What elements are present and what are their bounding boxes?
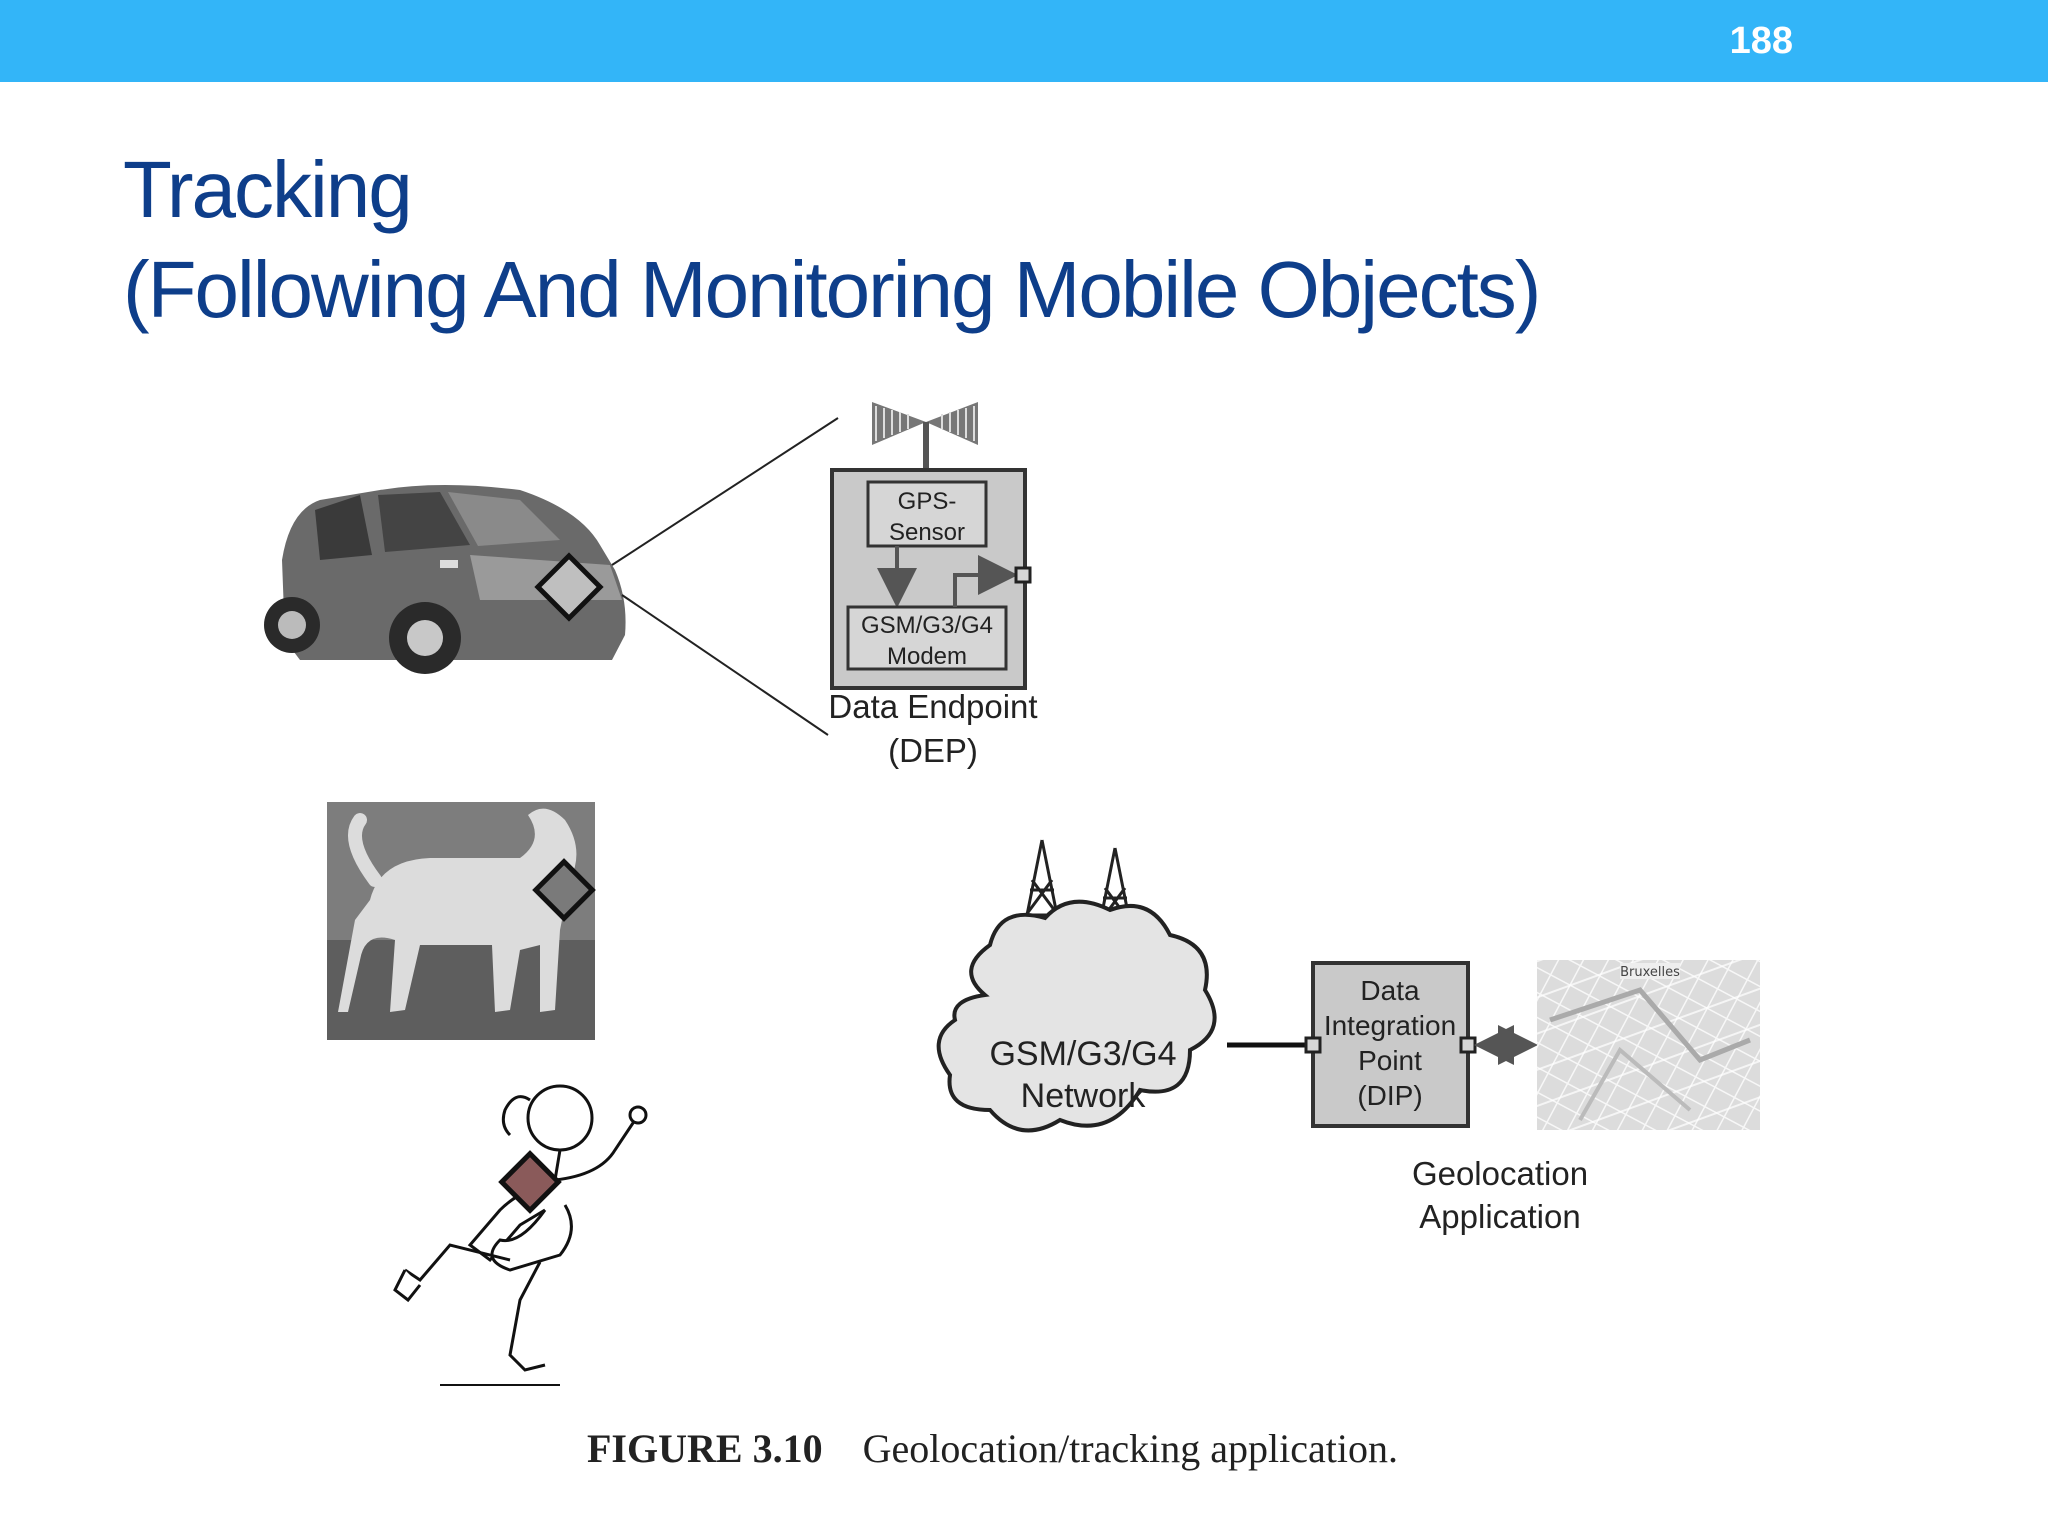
map-label: Bruxelles xyxy=(1620,965,1680,980)
zoom-line-top xyxy=(611,417,839,566)
network-label-1: GSM/G3/G4 xyxy=(989,1035,1176,1073)
dep-port xyxy=(1014,566,1032,584)
dep-label-1: Data Endpoint xyxy=(828,688,1037,725)
map-icon: Bruxelles xyxy=(1537,960,1760,1130)
child-tracker-icon xyxy=(498,1150,562,1214)
header-bar: 188 xyxy=(0,0,2048,82)
car-icon xyxy=(264,485,626,674)
modem-label-1: GSM/G3/G4 xyxy=(861,612,993,639)
running-child-icon xyxy=(393,1084,648,1386)
dip-label-2: Integration xyxy=(1324,1010,1456,1041)
network-label-2: Network xyxy=(1021,1077,1147,1115)
zoom-line-bottom xyxy=(621,594,829,736)
dip-label-1: Data xyxy=(1360,975,1420,1006)
dip-label-3: Point xyxy=(1358,1045,1422,1076)
gps-sensor-label-1: GPS- xyxy=(898,488,957,515)
modem-box xyxy=(846,605,1008,671)
gps-sensor-box xyxy=(866,480,988,548)
data-integration-point-box: Data Integration Point (DIP) xyxy=(1304,961,1477,1128)
car-tracker-icon xyxy=(534,552,604,622)
figure-caption: FIGURE 3.10 Geolocation/tracking applicat… xyxy=(587,1425,1398,1472)
figure-caption-text: Geolocation/tracking application. xyxy=(862,1426,1398,1471)
slide-title: Tracking (Following And Monitoring Mobil… xyxy=(123,140,1541,340)
dip-label-4: (DIP) xyxy=(1357,1080,1422,1111)
dog-tracker-icon xyxy=(532,858,596,922)
page-number: 188 xyxy=(1729,20,1793,62)
network-cloud: GSM/G3/G4 Network xyxy=(936,899,1217,1133)
app-label-2: Application xyxy=(1419,1198,1580,1235)
gps-sensor-label-2: Sensor xyxy=(889,519,965,546)
modem-label-2: Modem xyxy=(887,643,967,670)
slide-title-line-1: Tracking xyxy=(123,145,413,234)
figure-number: FIGURE 3.10 xyxy=(587,1426,823,1471)
antenna-icon xyxy=(872,402,978,470)
dog-icon xyxy=(327,802,595,1040)
slide-title-line-2: (Following And Monitoring Mobile Objects… xyxy=(123,245,1541,334)
app-label-1: Geolocation xyxy=(1412,1155,1588,1192)
data-endpoint-box: GPS- Sensor GSM/G3/G4 Modem xyxy=(830,468,1032,690)
dep-label-2: (DEP) xyxy=(888,732,978,769)
